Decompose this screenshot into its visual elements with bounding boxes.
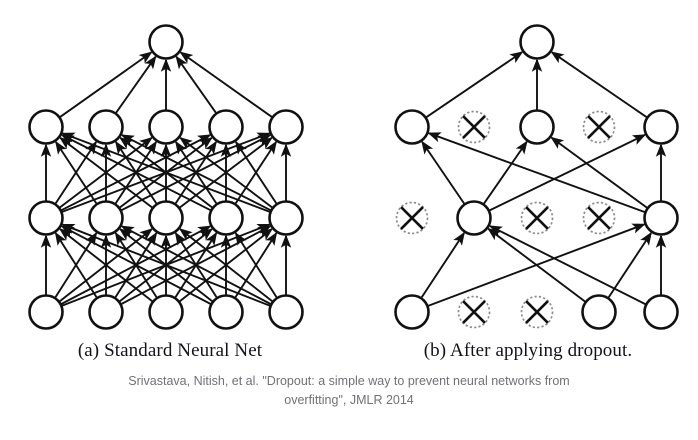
network-node-hidden-1 (268, 109, 304, 145)
network-nodes (28, 24, 679, 330)
network-edge (235, 140, 278, 205)
network-node-hidden-2 (88, 200, 124, 236)
network-node-input (208, 294, 244, 330)
citation-line-1: Srivastava, Nitish, et al. "Dropout: a s… (128, 374, 570, 388)
network-node-hidden-1 (208, 109, 244, 145)
network-edge (178, 228, 274, 303)
network-edge (55, 140, 98, 205)
network-edge (550, 51, 648, 119)
network-node-hidden-2 (28, 200, 64, 236)
dropped-node-hidden-2 (395, 201, 429, 235)
network-edge (234, 231, 278, 299)
network-edge (179, 51, 274, 119)
network-node-hidden-2 (148, 200, 184, 236)
citation-text: Srivastava, Nitish, et al. "Dropout: a s… (49, 372, 649, 410)
network-edge (59, 136, 154, 209)
dropped-node-cross (525, 206, 549, 230)
caption-standard-net: (a) Standard Neural Net (77, 340, 263, 361)
network-edge (175, 55, 218, 115)
network-node-hidden-1 (394, 109, 430, 145)
network-edge (487, 227, 587, 303)
dropped-node-cross (525, 300, 549, 324)
network-edge (58, 228, 154, 303)
network-edge (60, 134, 212, 212)
network-edge (61, 132, 271, 214)
network-edge (427, 132, 646, 214)
network-edge (550, 136, 649, 210)
dropped-node-hidden-2 (520, 201, 554, 235)
network-edge (61, 223, 271, 307)
dropped-node-input (457, 295, 491, 329)
dropped-node-cross (462, 115, 486, 139)
network-node-input (148, 294, 184, 330)
network-node-input (268, 294, 304, 330)
dropped-node-cross (587, 115, 611, 139)
network-diagram-svg (28, 24, 679, 330)
dropped-node-cross (462, 300, 486, 324)
neural-network-figure (28, 24, 679, 330)
network-edges (40, 51, 667, 308)
dropped-node-cross (587, 206, 611, 230)
network-edge (488, 134, 647, 212)
network-node-hidden-1 (148, 109, 184, 145)
citation-line-2: overfitting", JMLR 2014 (284, 393, 414, 407)
network-node-input (28, 294, 64, 330)
dropped-node-hidden-1 (457, 110, 491, 144)
network-node-output (519, 24, 555, 60)
network-edge (425, 51, 524, 119)
dropped-node-hidden-2 (582, 201, 616, 235)
network-node-hidden-2 (643, 200, 679, 236)
network-edge (179, 136, 274, 209)
network-node-hidden-2 (268, 200, 304, 236)
network-edge (482, 140, 528, 205)
network-node-output (148, 24, 184, 60)
caption-dropout-net: (b) After applying dropout. (423, 340, 633, 361)
network-node-hidden-1 (643, 109, 679, 145)
network-node-input (394, 294, 430, 330)
dropped-node-input (520, 295, 554, 329)
network-edge (420, 231, 465, 299)
network-node-input (581, 294, 617, 330)
network-edge (114, 55, 157, 115)
network-edge (54, 231, 98, 299)
network-edge (120, 225, 272, 306)
network-edge (607, 231, 652, 299)
network-node-hidden-1 (519, 109, 555, 145)
dropped-node-cross (400, 206, 424, 230)
network-edge (120, 134, 272, 212)
network-node-hidden-2 (456, 200, 492, 236)
figure-captions: (a) Standard Neural Net (b) After applyi… (0, 336, 698, 370)
network-edge (488, 225, 647, 306)
network-node-hidden-1 (28, 109, 64, 145)
network-node-input (643, 294, 679, 330)
network-node-hidden-2 (208, 200, 244, 236)
dropped-node-hidden-1 (582, 110, 616, 144)
network-node-input (88, 294, 124, 330)
network-edge (421, 140, 466, 205)
network-node-hidden-1 (88, 109, 124, 145)
network-edge (60, 225, 212, 306)
network-edge (58, 51, 153, 119)
